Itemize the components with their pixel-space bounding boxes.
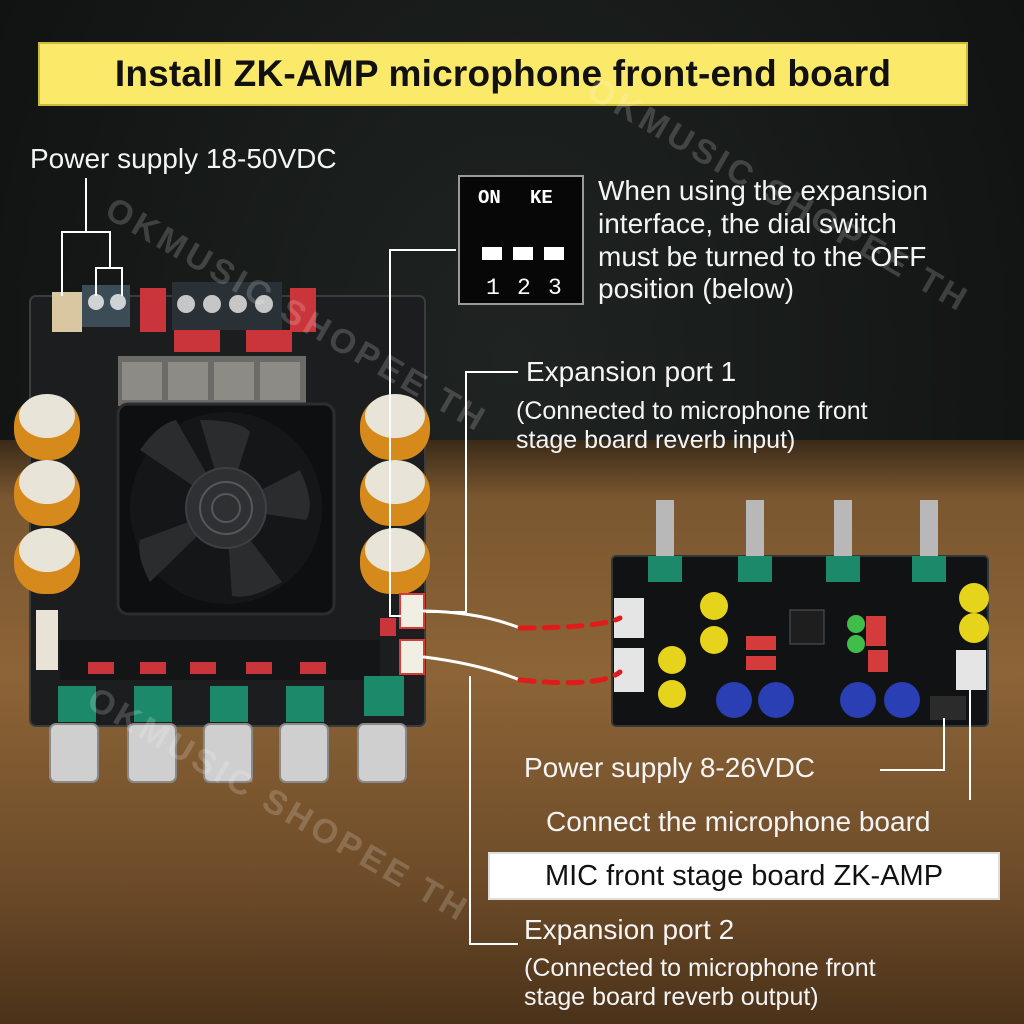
connect-mic-label: Connect the microphone board: [546, 806, 931, 837]
dip-number-2: 2: [517, 275, 531, 301]
dial-note-line: When using the expansion: [598, 175, 928, 206]
amplifier-board: [14, 282, 430, 783]
page-title: Install ZK-AMP microphone front-end boar…: [114, 53, 892, 94]
dip-number-1: 1: [486, 275, 500, 301]
power-supply-main-label: Power supply 18-50VDC: [30, 143, 337, 174]
expansion-port-2-desc: (Connected to microphone front stage boa…: [524, 954, 876, 1013]
mic-board: [611, 500, 989, 727]
mic-board-label-box: MIC front stage board ZK-AMP: [488, 852, 1000, 900]
port1-desc-line: stage board reverb input): [516, 426, 796, 455]
dip-switch-3: [544, 247, 564, 260]
dial-note-line: must be turned to the OFF: [598, 240, 927, 272]
dip-header-ke: KE: [530, 187, 553, 209]
dip-switch-2: [513, 247, 533, 260]
dial-switch-note: When using the expansion interface, the …: [598, 175, 928, 306]
dip-number-3: 3: [548, 275, 562, 301]
port2-desc-line: (Connected to microphone front: [524, 954, 876, 982]
title-banner: Install ZK-AMP microphone front-end boar…: [38, 42, 968, 106]
expansion-port-1-title: Expansion port 1: [526, 356, 737, 387]
dip-header-on: ON: [478, 187, 501, 209]
dip-switch-1: [482, 247, 502, 260]
dial-note-line: position (below): [598, 273, 795, 305]
mic-board-label: MIC front stage board ZK-AMP: [544, 859, 944, 892]
expansion-port-2-title: Expansion port 2: [524, 914, 735, 945]
dial-note-line: interface, the dial switch: [598, 207, 897, 239]
port2-desc-line: stage board reverb output): [524, 983, 819, 1012]
expansion-port-1-desc: (Connected to microphone front stage boa…: [516, 397, 868, 456]
power-supply-mic-label: Power supply 8-26VDC: [524, 752, 816, 783]
dip-switch: ON KE 1 2 3: [458, 175, 584, 305]
port1-desc-line: (Connected to microphone front: [516, 397, 868, 425]
